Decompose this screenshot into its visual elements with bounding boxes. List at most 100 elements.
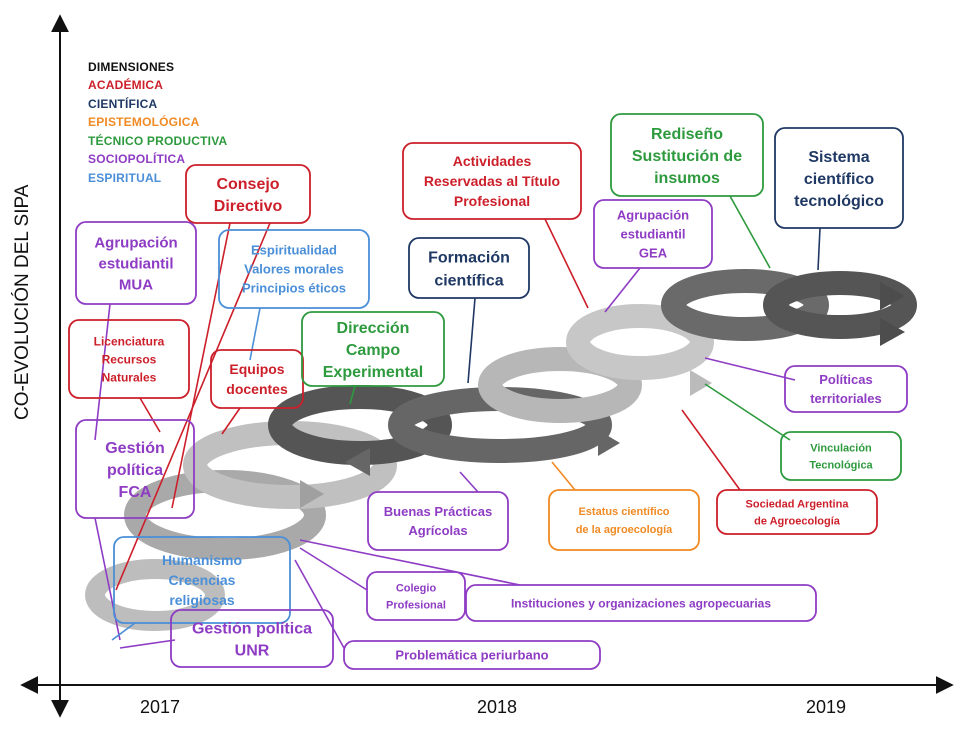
- callout-box: [784, 365, 908, 413]
- axes: [20, 14, 954, 718]
- callout-text: Gestión: [105, 440, 165, 457]
- callout-problematica-periurbano: Problemática periurbano: [294, 559, 601, 670]
- callout-text: política: [107, 462, 163, 479]
- callout-text: MUA: [119, 276, 153, 293]
- callout-text: UNR: [235, 642, 270, 659]
- callout-text: estudiantil: [98, 255, 173, 272]
- callout-text: Formación: [428, 249, 510, 266]
- callout-box: [218, 229, 370, 309]
- callout-text: Instituciones y organizaciones agropecua…: [511, 596, 771, 610]
- spiral-loop: [478, 347, 642, 423]
- callout-box: [210, 349, 304, 409]
- callout-text: Humanismo: [162, 552, 242, 568]
- callout-box: [75, 221, 197, 305]
- callout-text: GEA: [639, 246, 668, 261]
- callout-pointer: [249, 307, 261, 361]
- callout-pointer: [544, 218, 589, 309]
- callout-box: [402, 142, 582, 220]
- callout-text: de la agroecología: [576, 524, 673, 536]
- callout-text: Actividades: [453, 153, 532, 169]
- callout-text: Campo: [346, 342, 400, 359]
- callout-text: Experimental: [323, 364, 423, 381]
- callout-pointer: [294, 559, 345, 649]
- callout-pointer: [115, 222, 271, 591]
- spiral-arrowhead: [880, 282, 905, 310]
- callout-text: Buenas Prácticas: [384, 504, 492, 519]
- spiral-loop: [661, 269, 829, 341]
- callout-box: [366, 571, 466, 621]
- legend-title: DIMENSIONES: [88, 60, 175, 74]
- callout-pointer: [459, 471, 479, 493]
- spiral-arrowhead: [690, 370, 712, 396]
- callout-pointer: [704, 383, 791, 441]
- legend-item-espiritual: ESPIRITUAL: [88, 171, 162, 185]
- callout-text: territoriales: [810, 391, 882, 406]
- legend-item-academica: ACADÉMICA: [88, 78, 164, 92]
- callout-text: científica: [434, 272, 503, 289]
- callout-box: [185, 164, 311, 224]
- callout-box: [774, 127, 904, 229]
- callout-text: Sustitución de: [632, 148, 742, 165]
- callout-pointer: [119, 639, 176, 649]
- legend-item-sociopolitica: SOCIOPOLÍTICA: [88, 152, 186, 166]
- callout-text: Valores morales: [244, 262, 344, 277]
- callout-text: docentes: [226, 381, 288, 397]
- callout-text: Licenciatura: [94, 334, 165, 348]
- spiral-arrowhead: [345, 448, 370, 476]
- spiral-loop: [268, 385, 452, 465]
- year-2017: 2017: [140, 697, 181, 717]
- callout-text: FCA: [119, 484, 152, 501]
- callout-text: Gestión política: [192, 620, 312, 637]
- callout-text: Vinculación: [810, 442, 872, 454]
- evolution-spiral: [85, 269, 917, 631]
- callout-pointer: [171, 222, 231, 509]
- callout-text: Profesional: [386, 599, 446, 611]
- callout-pointer: [139, 397, 161, 433]
- callout-box: [301, 311, 445, 387]
- callout-text: Problemática periurbano: [395, 648, 548, 663]
- callout-formacion-cientifica: Formación científica: [408, 237, 530, 384]
- callout-text: Creencias: [169, 572, 236, 588]
- callout-text: Agrícolas: [408, 523, 467, 538]
- callout-text: religiosas: [169, 592, 235, 608]
- callout-text: Tecnológica: [809, 459, 873, 471]
- callout-box: [367, 491, 509, 551]
- callout-text: Consejo: [216, 176, 279, 193]
- callout-instituciones: Instituciones y organizaciones agropecua…: [299, 539, 817, 622]
- callout-box: [113, 536, 291, 624]
- callout-text: Agrupación: [617, 208, 689, 223]
- callout-text: Reservadas al Título: [424, 173, 560, 189]
- callout-pointer: [349, 385, 356, 405]
- year-2018: 2018: [477, 697, 518, 717]
- callout-box: [716, 489, 878, 535]
- callout-pointer: [551, 461, 576, 491]
- spiral-arrowhead: [300, 480, 324, 508]
- callout-text: Dirección: [337, 320, 410, 337]
- callout-box: [780, 431, 902, 481]
- callout-text: Equipos: [229, 361, 284, 377]
- callout-pointer: [111, 622, 136, 641]
- legend-item-epistemologica: EPISTEMOLÓGICA: [88, 115, 200, 129]
- spiral-arrowhead: [598, 430, 620, 456]
- callout-pointer: [817, 227, 821, 271]
- callout-box: [343, 640, 601, 670]
- callout-text: científico: [804, 171, 874, 188]
- callout-pointer: [221, 407, 241, 435]
- callout-text: tecnológico: [794, 193, 884, 210]
- legend-item-tecnico-productiva: TÉCNICO PRODUCTIVA: [88, 134, 228, 148]
- callout-pointer: [729, 195, 771, 269]
- callout-box: [593, 199, 713, 269]
